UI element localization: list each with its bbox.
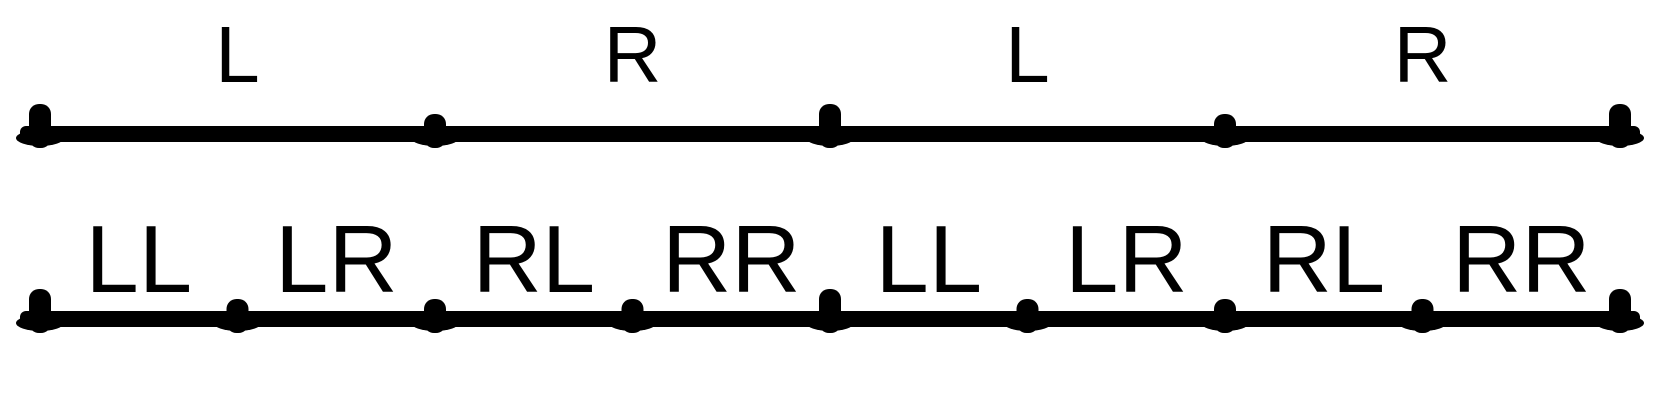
- top-row-tick-foot: [411, 130, 459, 146]
- top-row-tick-foot: [806, 130, 854, 146]
- top-row-ticks: [16, 104, 1644, 148]
- top-row-label: R: [604, 10, 662, 99]
- top-row-label: R: [1394, 10, 1452, 99]
- bottom-row: LL LR RL RR LL LR RL RR: [16, 206, 1644, 333]
- bottom-row-tick-foot: [16, 315, 64, 331]
- bottom-row-labels: LL LR RL RR LL LR RL RR: [85, 206, 1590, 313]
- bottom-row-label: LR: [275, 206, 398, 313]
- bottom-row-tick-foot: [213, 315, 262, 331]
- bottom-row-label: LR: [1065, 206, 1188, 313]
- bottom-row-label: RL: [472, 206, 595, 313]
- bottom-row-label: LL: [875, 206, 982, 313]
- top-row-tick-foot: [16, 130, 64, 146]
- bottom-row-label: RR: [1452, 206, 1591, 313]
- bottom-row-label: RR: [662, 206, 801, 313]
- top-row-label: L: [1005, 10, 1050, 99]
- bottom-row-tick-foot: [411, 315, 459, 331]
- bottom-row-label: RL: [1262, 206, 1385, 313]
- bottom-row-tick-foot: [806, 315, 854, 331]
- top-row-tick-foot: [1596, 130, 1644, 146]
- top-row-tick-foot: [1201, 130, 1249, 146]
- bottom-row-ticks: [16, 289, 1644, 333]
- bottom-row-tick-foot: [1003, 315, 1052, 331]
- top-row-label: L: [215, 10, 260, 99]
- bottom-row-tick-foot: [1201, 315, 1249, 331]
- bottom-row-tick-foot: [1398, 315, 1447, 331]
- bottom-row-tick-foot: [1596, 315, 1644, 331]
- bottom-row-label: LL: [85, 206, 192, 313]
- bottom-row-tick-foot: [608, 315, 657, 331]
